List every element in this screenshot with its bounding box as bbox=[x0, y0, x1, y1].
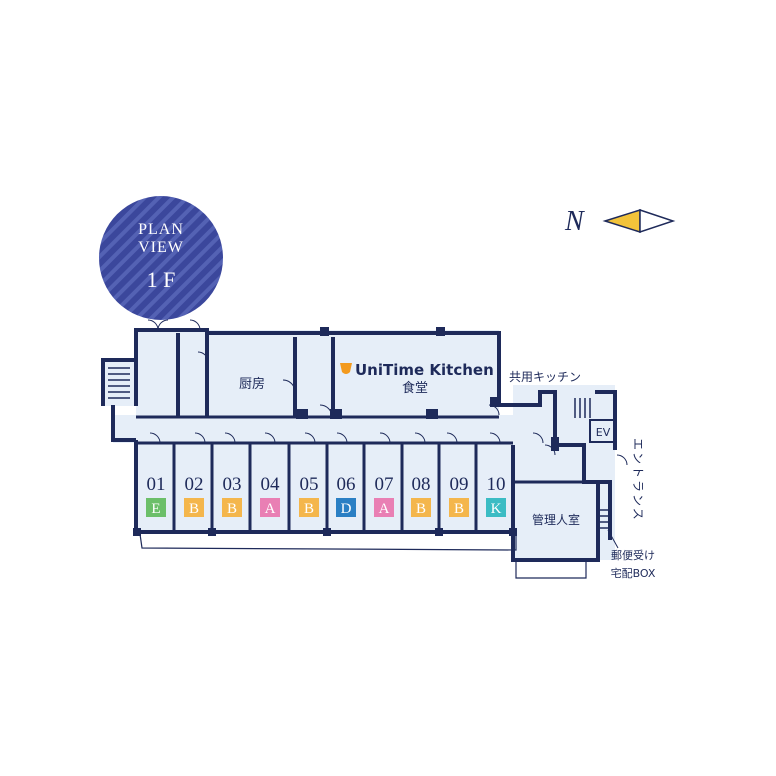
label-ev: EV bbox=[596, 426, 611, 439]
room-number: 09 bbox=[450, 474, 469, 495]
room-type-letter: B bbox=[227, 501, 237, 517]
compass-arrow-tail bbox=[639, 208, 676, 234]
room-number: 10 bbox=[487, 474, 506, 495]
room-number: 02 bbox=[185, 474, 204, 495]
compass-label: N bbox=[564, 206, 585, 237]
room-type-badge bbox=[146, 498, 166, 517]
room-type-letter: B bbox=[189, 501, 199, 517]
label-delivery: 宅配BOX bbox=[611, 566, 656, 580]
room-type-letter: D bbox=[341, 501, 352, 517]
room-number: 04 bbox=[261, 474, 281, 495]
room-01: 01E bbox=[146, 474, 166, 517]
room-08: 08B bbox=[411, 474, 431, 517]
bowl-icon bbox=[340, 363, 352, 374]
room-type-letter: B bbox=[454, 501, 464, 517]
label-mail: 郵便受け bbox=[611, 549, 655, 562]
stairs-entrance bbox=[600, 509, 608, 529]
label-office: 管理人室 bbox=[532, 512, 580, 527]
label-shared-kitchen: 共用キッチン bbox=[509, 370, 581, 384]
room-type-letter: A bbox=[379, 501, 390, 517]
room-type-letter: E bbox=[151, 501, 160, 517]
label-dining: 食堂 bbox=[402, 380, 428, 396]
room-04: 04A bbox=[260, 474, 280, 517]
room-type-badge bbox=[411, 498, 431, 517]
building-floor bbox=[103, 330, 615, 560]
room-09: 09B bbox=[449, 474, 469, 517]
room-02: 02B bbox=[184, 474, 204, 517]
plan-view-badge: PLAN VIEW 1 F bbox=[99, 196, 223, 320]
room-type-badge bbox=[336, 498, 356, 517]
mail-leader-line bbox=[607, 529, 619, 549]
balcony bbox=[139, 533, 587, 579]
room-number: 03 bbox=[223, 474, 242, 495]
room-number: 06 bbox=[337, 474, 356, 495]
badge-line2: VIEW bbox=[138, 239, 184, 256]
wall-posts bbox=[133, 327, 559, 536]
room-type-badge bbox=[449, 498, 469, 517]
brand-logo: UniTime Kitchen bbox=[340, 361, 494, 379]
brand-name: UniTime Kitchen bbox=[355, 361, 494, 379]
room-number: 05 bbox=[300, 474, 319, 495]
badge-floor: 1 F bbox=[147, 267, 176, 292]
room-06: 06D bbox=[336, 474, 356, 517]
room-07: 07A bbox=[374, 474, 394, 517]
compass: N bbox=[564, 206, 676, 237]
stairs-west bbox=[108, 367, 130, 399]
room-type-letter: B bbox=[304, 501, 314, 517]
room-05: 05B bbox=[299, 474, 319, 517]
room-type-badge bbox=[260, 498, 280, 517]
room-number: 01 bbox=[147, 474, 166, 495]
compass-arrow-fill bbox=[602, 208, 641, 234]
room-type-badge bbox=[486, 498, 506, 517]
room-type-letter: K bbox=[491, 501, 502, 517]
badge-line1: PLAN bbox=[138, 221, 184, 238]
room-type-badge bbox=[374, 498, 394, 517]
room-type-badge bbox=[184, 498, 204, 517]
room-type-badge bbox=[299, 498, 319, 517]
room-10: 10K bbox=[486, 474, 506, 517]
door-swings bbox=[147, 319, 628, 466]
stairs-east bbox=[574, 398, 591, 418]
room-number: 07 bbox=[375, 474, 394, 495]
label-entrance: エントランス bbox=[631, 438, 645, 522]
room-number: 08 bbox=[412, 474, 431, 495]
room-03: 03B bbox=[222, 474, 242, 517]
label-kitchen: 厨房 bbox=[239, 376, 265, 392]
room-type-badge bbox=[222, 498, 242, 517]
walls bbox=[101, 328, 617, 562]
room-type-letter: B bbox=[416, 501, 426, 517]
room-type-letter: A bbox=[265, 501, 276, 517]
